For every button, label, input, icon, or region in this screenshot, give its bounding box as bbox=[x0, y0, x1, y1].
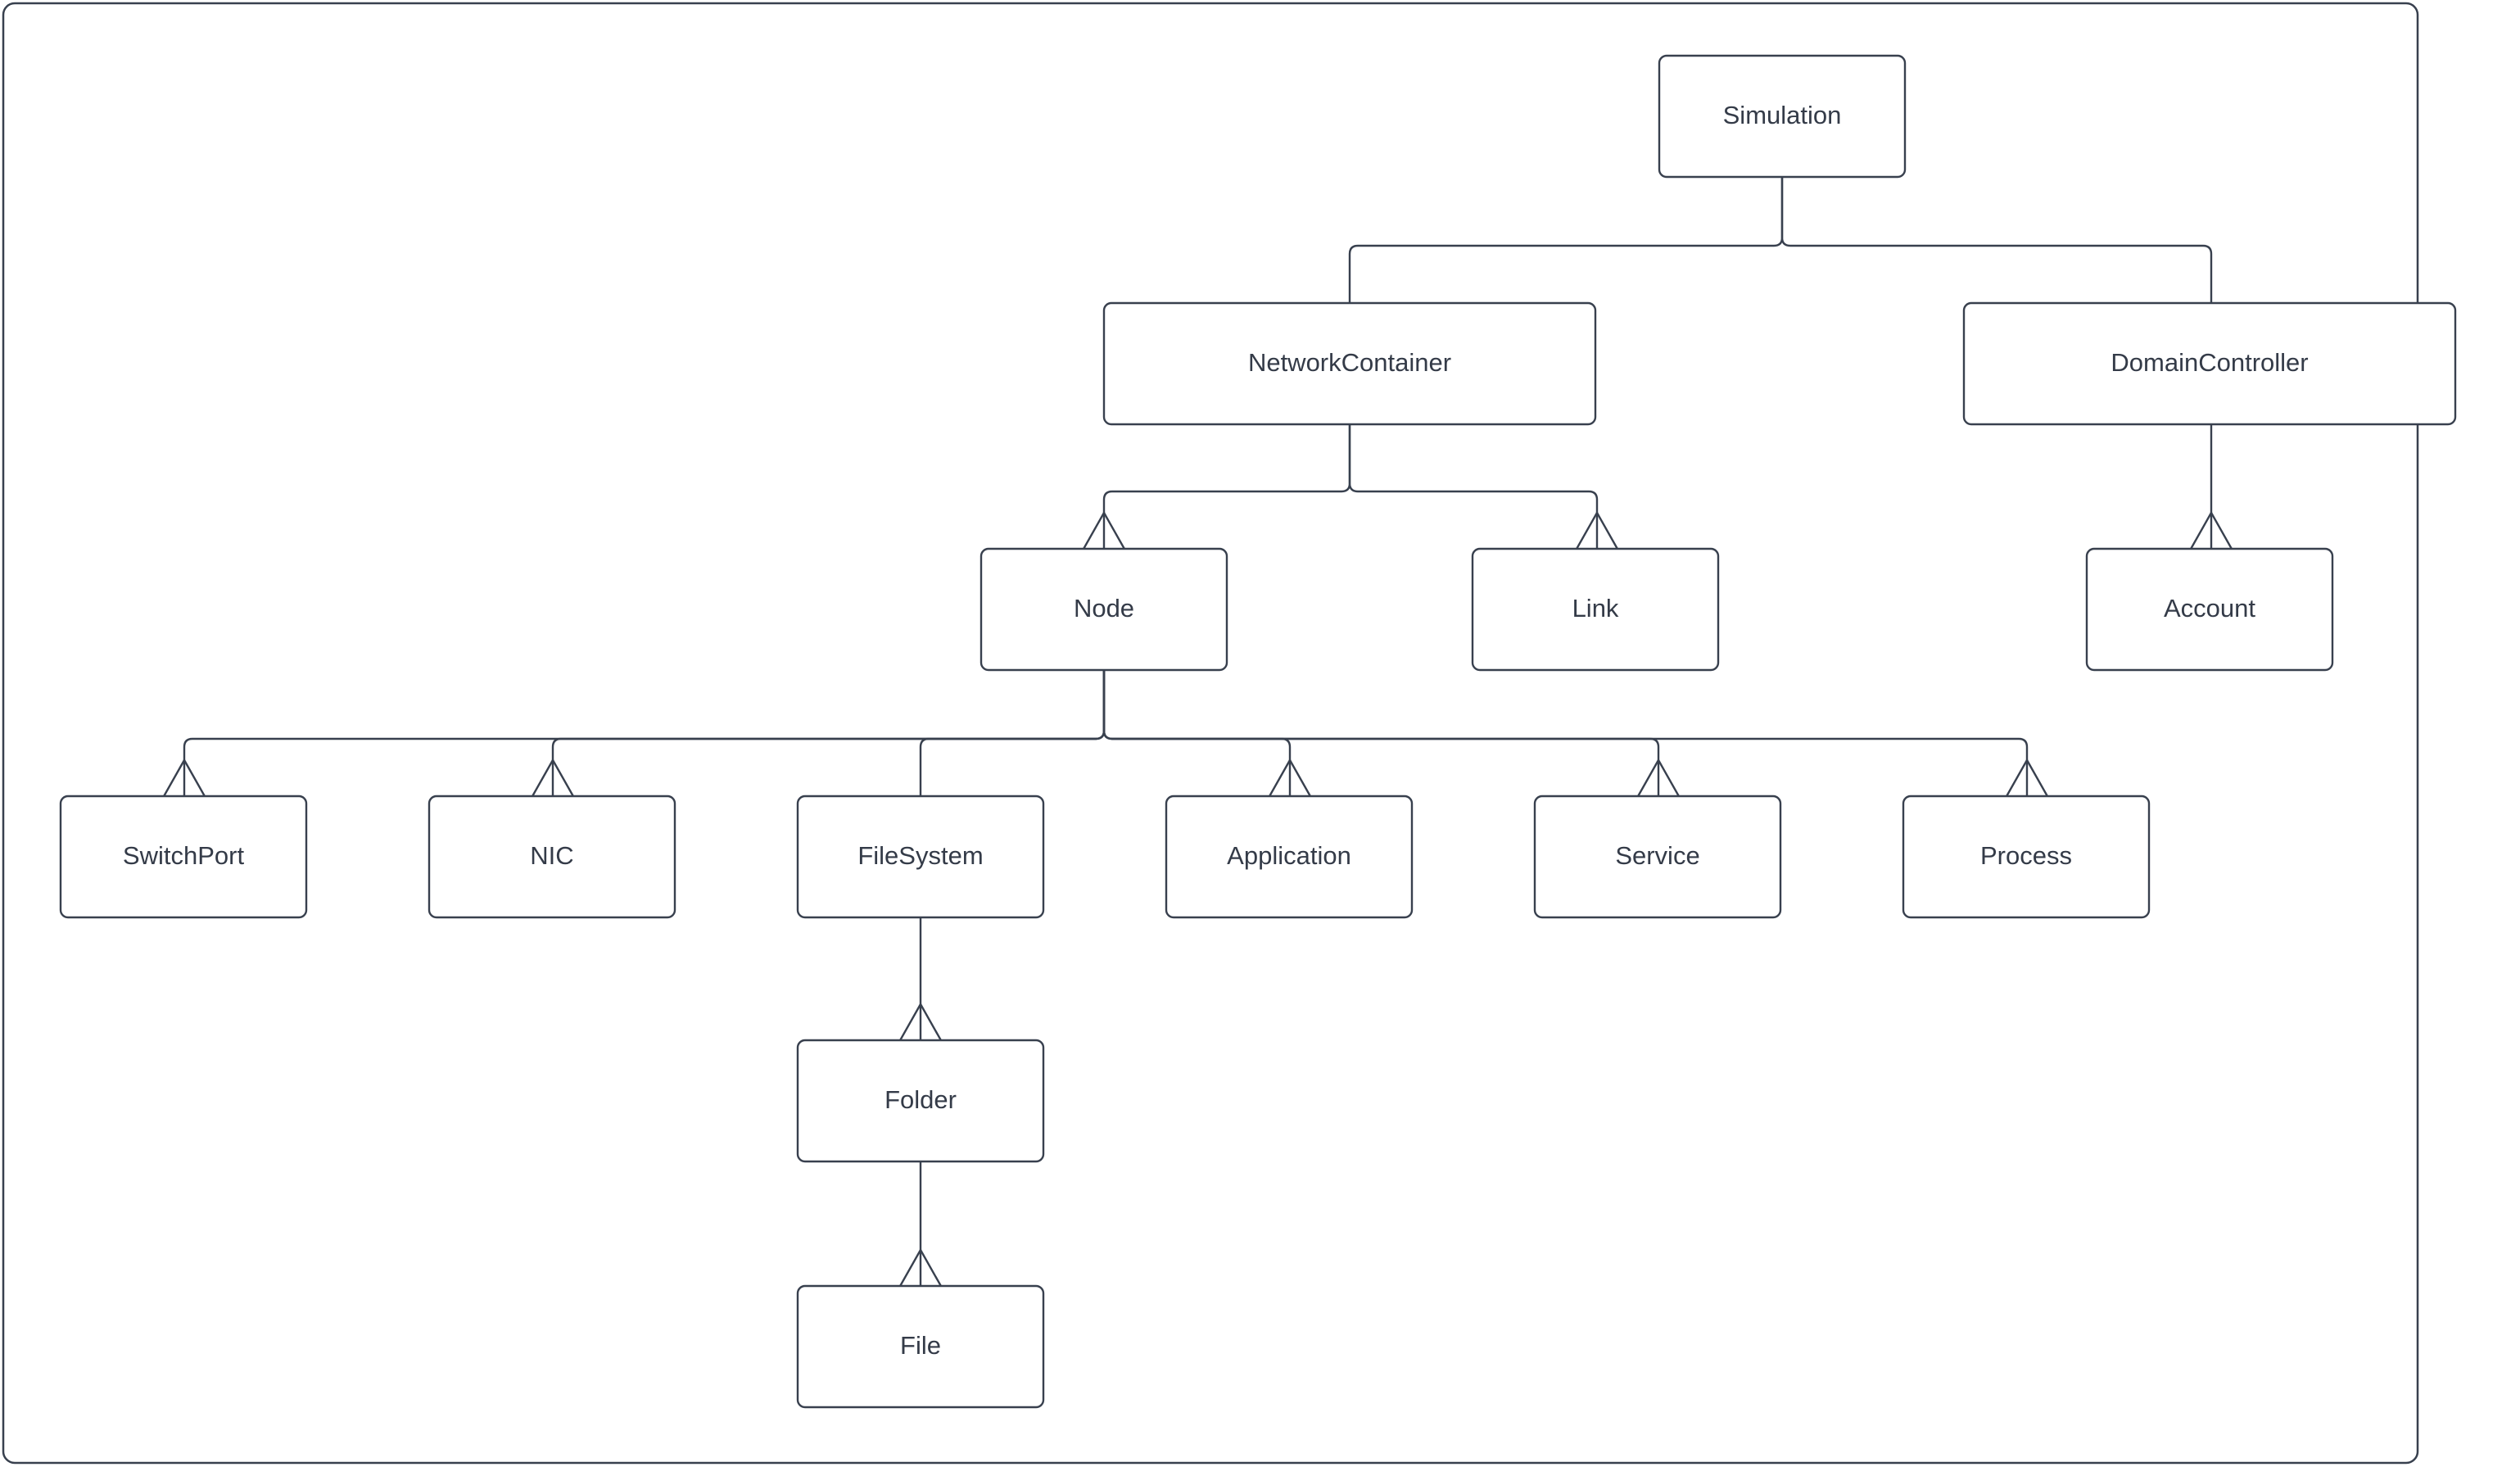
class-node-label-networkcontainer: NetworkContainer bbox=[1248, 348, 1451, 377]
class-node-box-networkcontainer[interactable] bbox=[1102, 301, 1597, 426]
class-node-box-file[interactable] bbox=[796, 1284, 1045, 1409]
class-node-application[interactable]: Application bbox=[1165, 795, 1414, 919]
class-node-box-folder[interactable] bbox=[796, 1039, 1045, 1163]
class-node-label-file: File bbox=[900, 1331, 941, 1360]
edges-layer bbox=[183, 177, 2213, 1288]
class-node-label-service: Service bbox=[1615, 841, 1699, 870]
class-node-label-domaincontroller: DomainController bbox=[2111, 348, 2308, 377]
generalization-arrow-icon-account bbox=[2188, 510, 2234, 551]
class-node-label-application: Application bbox=[1227, 841, 1351, 870]
class-node-box-link[interactable] bbox=[1471, 547, 1720, 672]
generalization-arrow-icon-service bbox=[1636, 758, 1681, 799]
class-node-box-application[interactable] bbox=[1165, 795, 1414, 919]
class-node-file[interactable]: File bbox=[796, 1284, 1045, 1409]
edge-networkcontainer-to-link bbox=[1348, 424, 1599, 550]
class-node-networkcontainer[interactable]: NetworkContainer bbox=[1102, 301, 1597, 426]
class-node-label-link: Link bbox=[1572, 594, 1619, 623]
class-node-node[interactable]: Node bbox=[979, 547, 1228, 672]
class-node-link[interactable]: Link bbox=[1471, 547, 1720, 672]
class-node-label-nic: NIC bbox=[530, 841, 573, 870]
arrowheads-layer bbox=[161, 510, 2234, 1288]
generalization-arrow-icon-folder bbox=[898, 1002, 943, 1043]
generalization-arrow-icon-node bbox=[1081, 510, 1127, 551]
generalization-arrow-icon-link bbox=[1574, 510, 1620, 551]
generalization-arrow-icon-application bbox=[1267, 758, 1313, 799]
generalization-arrow-icon-process bbox=[2004, 758, 2050, 799]
class-node-nic[interactable]: NIC bbox=[428, 795, 676, 919]
class-node-box-node[interactable] bbox=[979, 547, 1228, 672]
page-frame-group bbox=[2, 2, 2419, 1465]
generalization-arrow-icon-file bbox=[898, 1247, 943, 1288]
class-node-domaincontroller[interactable]: DomainController bbox=[1962, 301, 2457, 426]
generalization-arrow-icon-nic bbox=[530, 758, 576, 799]
class-node-box-process[interactable] bbox=[1902, 795, 2151, 919]
class-node-label-node: Node bbox=[1074, 594, 1134, 623]
class-node-box-service[interactable] bbox=[1533, 795, 1782, 919]
class-node-label-process: Process bbox=[1980, 841, 2072, 870]
class-node-filesystem[interactable]: FileSystem bbox=[796, 795, 1045, 919]
class-node-folder[interactable]: Folder bbox=[796, 1039, 1045, 1163]
class-node-box-account[interactable] bbox=[2085, 547, 2334, 672]
class-node-box-domaincontroller[interactable] bbox=[1962, 301, 2457, 426]
class-node-account[interactable]: Account bbox=[2085, 547, 2334, 672]
class-node-box-switchport[interactable] bbox=[59, 795, 308, 919]
class-node-service[interactable]: Service bbox=[1533, 795, 1782, 919]
class-node-label-switchport: SwitchPort bbox=[123, 841, 245, 870]
class-node-switchport[interactable]: SwitchPort bbox=[59, 795, 308, 919]
class-node-simulation[interactable]: Simulation bbox=[1658, 54, 1907, 179]
class-node-label-filesystem: FileSystem bbox=[857, 841, 983, 870]
generalization-arrow-icon-switchport bbox=[161, 758, 207, 799]
edge-node-to-process bbox=[1102, 670, 2029, 798]
class-node-box-simulation[interactable] bbox=[1658, 54, 1907, 179]
edge-simulation-to-domaincontroller bbox=[1780, 177, 2213, 303]
class-node-process[interactable]: Process bbox=[1902, 795, 2151, 919]
page-frame bbox=[2, 2, 2419, 1465]
class-node-box-filesystem[interactable] bbox=[796, 795, 1045, 919]
class-node-label-simulation: Simulation bbox=[1723, 101, 1842, 129]
class-node-box-nic[interactable] bbox=[428, 795, 676, 919]
class-node-label-account: Account bbox=[2164, 594, 2255, 623]
class-node-label-folder: Folder bbox=[884, 1085, 957, 1114]
